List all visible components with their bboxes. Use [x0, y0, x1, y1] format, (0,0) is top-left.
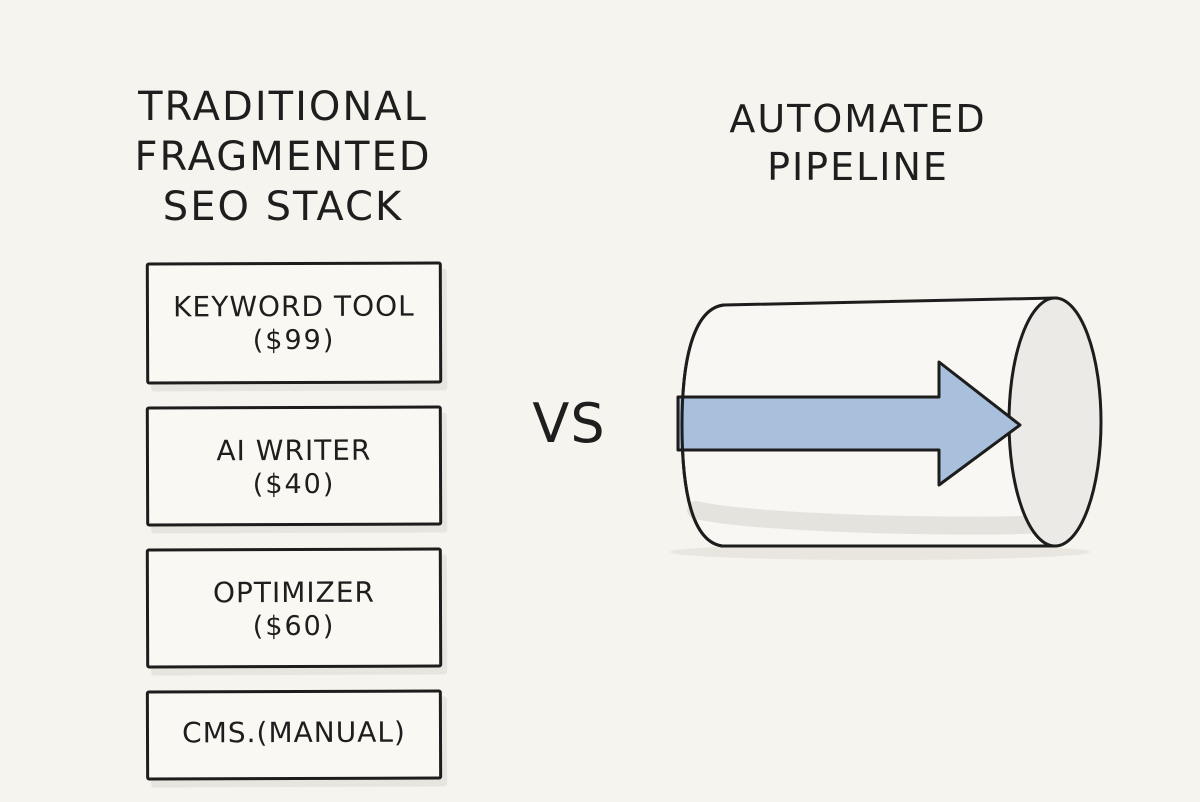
traditional-stack-heading: TRADITIONAL FRAGMENTED SEO STACK	[118, 82, 448, 232]
heading-line: FRAGMENTED	[134, 134, 432, 180]
tool-name: CMS.(MANUAL)	[182, 715, 406, 750]
tool-price: ($99)	[252, 324, 336, 357]
heading-line: AUTOMATED	[729, 97, 987, 141]
tool-price: ($60)	[252, 610, 336, 643]
tool-name: OPTIMIZER	[212, 575, 376, 610]
pipeline-shadow	[670, 544, 1090, 560]
right-arrow-icon	[676, 360, 1022, 487]
optimizer-box: OPTIMIZER ($60)	[145, 547, 443, 669]
versus-label: VS	[532, 392, 606, 455]
ai-writer-box: AI WRITER ($40)	[145, 405, 443, 527]
fragmented-tool-stack: KEYWORD TOOL ($99) AI WRITER ($40) OPTIM…	[145, 261, 443, 802]
automated-pipeline-heading: AUTOMATED PIPELINE	[688, 96, 1028, 191]
automated-pipeline-graphic	[670, 296, 1103, 560]
heading-line: TRADITIONAL	[138, 84, 428, 130]
tool-name: AI WRITER	[216, 433, 372, 468]
keyword-tool-box: KEYWORD TOOL ($99)	[145, 261, 443, 385]
tool-name: KEYWORD TOOL	[173, 289, 415, 324]
tool-price: ($40)	[252, 468, 336, 501]
heading-line: SEO STACK	[162, 184, 404, 230]
heading-line: PIPELINE	[767, 144, 949, 189]
cms-manual-box: CMS.(MANUAL)	[145, 689, 443, 781]
